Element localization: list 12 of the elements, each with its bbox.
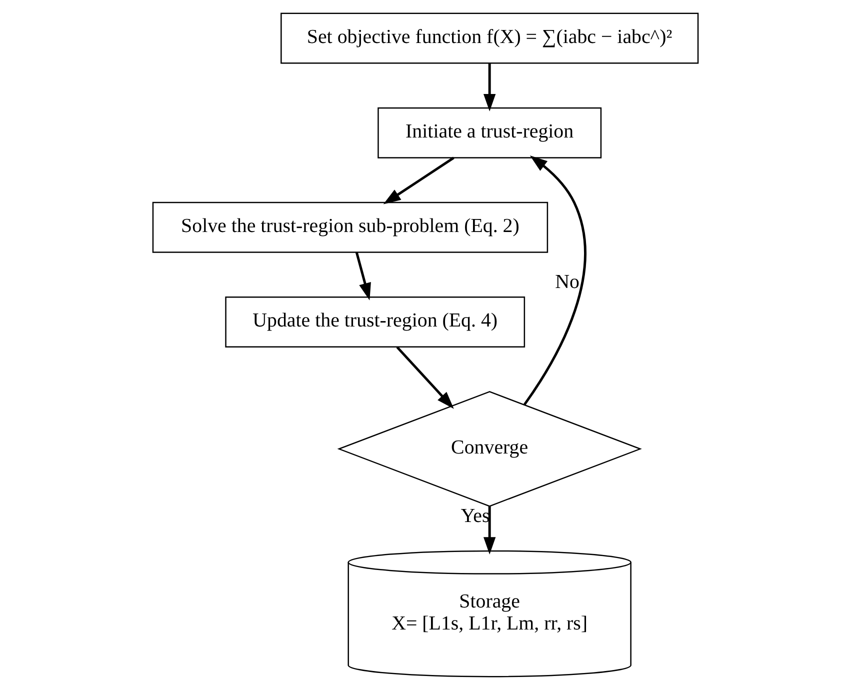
arrow [383,156,454,204]
node-box: Set objective function f(X) = ∑(iabc − iabc^)² [280,12,699,64]
arrow [396,346,454,409]
arrow [483,63,496,112]
arrow [483,506,496,555]
node-box: Initiate a trust-region [378,107,602,158]
arrow [524,156,586,406]
arrow [355,252,371,300]
node-box: Solve the trust-region sub-problem (Eq. 2) [152,202,548,253]
edge-label: No [555,270,580,293]
edge-label: Yes [460,505,490,528]
node-box: Update the trust-region (Eq. 4) [225,296,526,348]
